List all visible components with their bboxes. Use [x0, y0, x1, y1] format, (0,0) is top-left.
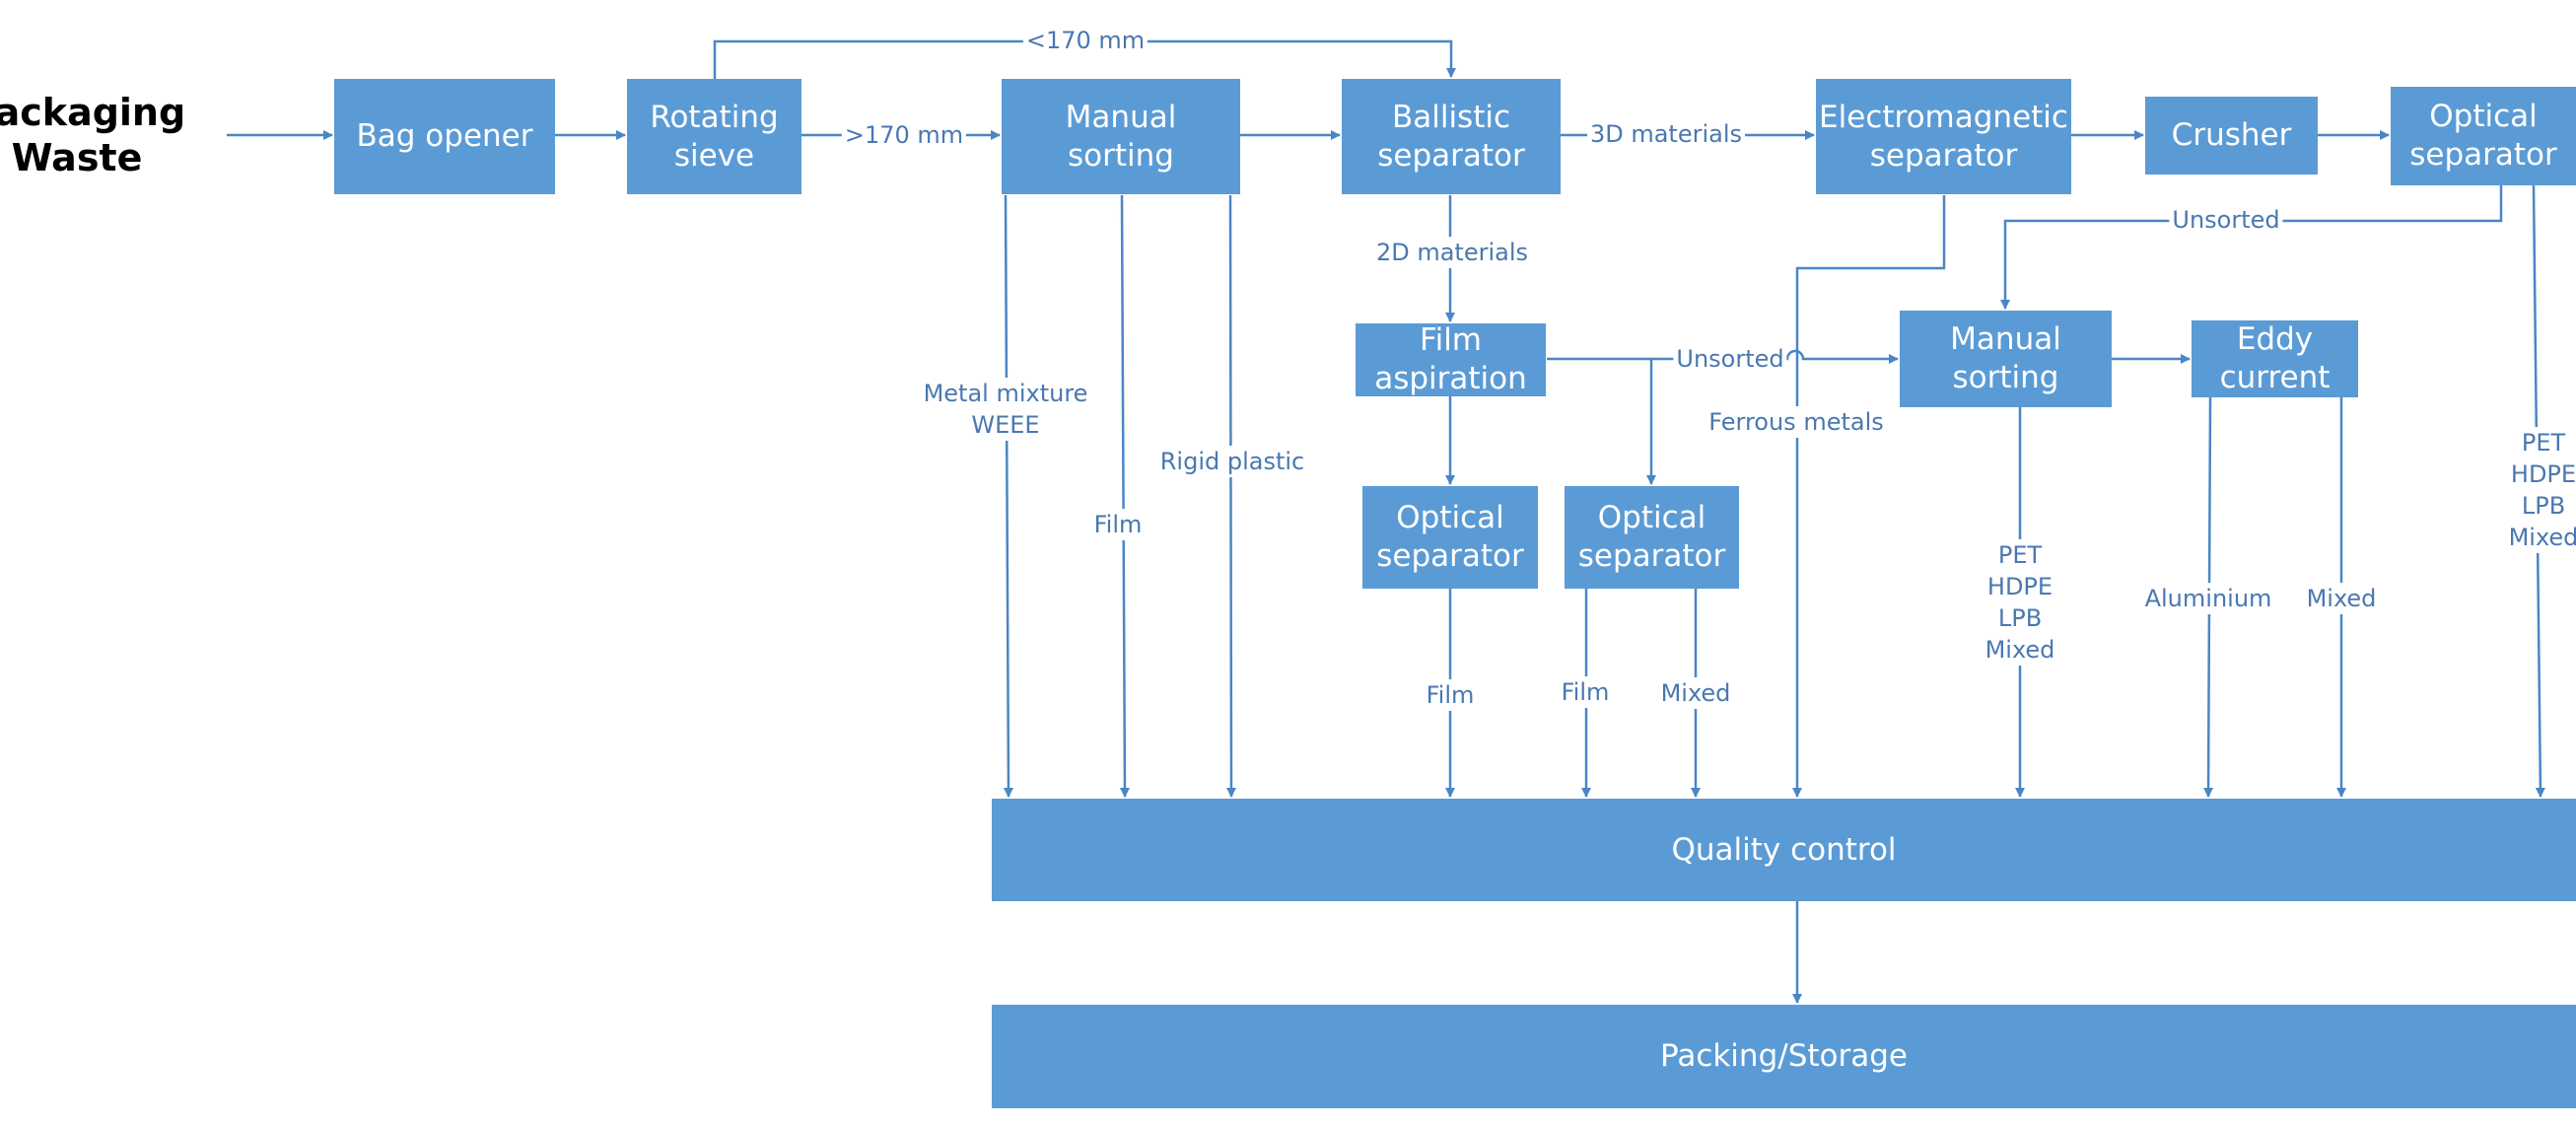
edge-label-mixed-optical-3: Mixed — [1657, 677, 1734, 709]
node-electromagnetic-separator: Electromagnetic separator — [1816, 79, 2071, 194]
edge-label-2d-materials: 2D materials — [1372, 237, 1532, 268]
node-manual-sorting-1: Manual sorting — [1002, 79, 1240, 194]
node-crusher: Crusher — [2145, 97, 2318, 175]
edge-label-pet-hdpe-lpb-mixed-manual: PET HDPE LPB Mixed — [1982, 539, 2058, 666]
node-optical-separator-1: Optical separator — [2391, 87, 2576, 185]
node-ballistic-separator: Ballistic separator — [1342, 79, 1561, 194]
node-bag-opener: Bag opener — [334, 79, 555, 194]
edge-label-film-optical-3: Film — [1558, 676, 1613, 708]
source-label: Packaging Waste — [0, 91, 186, 179]
arrow-film-aspiration-to-manual-sorting-2 — [1547, 349, 1899, 364]
edge-label-rigid-plastic: Rigid plastic — [1156, 446, 1308, 477]
edge-label-lt170: <170 mm — [1022, 25, 1149, 56]
edge-label-unsorted-optical: Unsorted — [2169, 204, 2283, 236]
arrow-manual-sorting-metal-to-qc — [1003, 194, 1013, 798]
node-quality-control: Quality control — [992, 799, 2576, 901]
node-optical-separator-3: Optical separator — [1565, 486, 1739, 589]
node-eddy-current: Eddy current — [2192, 320, 2358, 397]
edge-label-ferrous-metals: Ferrous metals — [1706, 406, 1887, 438]
node-manual-sorting-2: Manual sorting — [1900, 311, 2112, 407]
node-packing-storage: Packing/Storage — [992, 1005, 2576, 1108]
edge-label-mixed-eddy: Mixed — [2303, 583, 2380, 614]
edge-label-film-optical-2: Film — [1423, 679, 1478, 711]
node-rotating-sieve: Rotating sieve — [627, 79, 801, 194]
edge-label-unsorted-film: Unsorted — [1673, 343, 1787, 375]
arrow-manual-sorting-film-to-qc — [1119, 194, 1130, 798]
edge-label-gt170: >170 mm — [841, 119, 967, 151]
edge-label-metal-weee: Metal mixture WEEE — [920, 378, 1091, 441]
edge-label-3d-materials: 3D materials — [1586, 118, 1746, 150]
edge-label-aluminium: Aluminium — [2141, 583, 2275, 614]
edge-label-pet-hdpe-lpb-mixed-optical: PET HDPE LPB Mixed — [2505, 427, 2576, 553]
edge-label-film-manual: Film — [1090, 509, 1146, 540]
node-optical-separator-2: Optical separator — [1362, 486, 1538, 589]
arrow-electromagnetic-ferrous-to-qc — [1792, 195, 1946, 798]
node-film-aspiration: Film aspiration — [1356, 322, 1546, 396]
arrow-manual-sorting-rigid-to-qc — [1225, 194, 1236, 798]
